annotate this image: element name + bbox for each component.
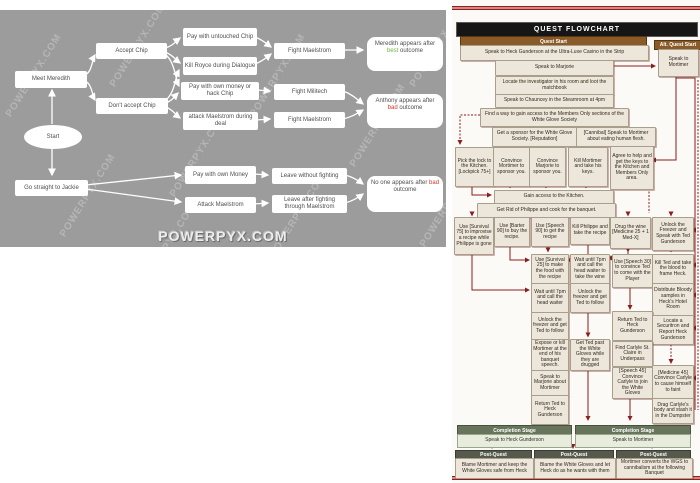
step-speech90: Use [Speech 90] to get the recipe	[531, 217, 569, 247]
outcome-text: outcome	[393, 186, 417, 193]
step-gain-access: Gain access to the Kitchen.	[494, 190, 614, 204]
step-marjorie-about-mortimer: Speak to Marjorie about Mortimer	[531, 370, 569, 396]
step-convince-marjorie: Convince Marjorie to sponsor you.	[529, 147, 566, 187]
powerpyx-logo: POWERPYX.COM	[158, 228, 288, 244]
outcome-text: Anthony appears after	[375, 98, 435, 104]
node-leave-without: Leave without fighting	[272, 168, 347, 184]
post-quest-body-2: Blame the White Gloves and let Heck do a…	[534, 458, 616, 479]
node-meet-meredith: Meet Meredith	[15, 71, 87, 88]
step-unlock-freezer-speak-ted: Unlock the Freezer and Speak with Ted Gu…	[652, 217, 694, 251]
step-kill-philippe: Kill Philippe and take the recipe	[570, 217, 610, 245]
post-quest-body-3: Mortimer converts the WGS to cannibalism…	[616, 458, 693, 479]
step-drag-carlyle: Drag Carlyle's body and stash it in the …	[652, 398, 694, 424]
completion-body-heck: Speak to Heck Gunderson	[457, 434, 572, 448]
outcome-word-best: best	[386, 47, 399, 54]
step-agree-help: Agree to help and get the keys to the Ki…	[610, 146, 654, 190]
outcome-text: No one appears after	[370, 180, 428, 186]
step-locate-securitron: Locate a Securitron and Report Heck Gund…	[652, 315, 694, 345]
step-survival25: Use [Survival 25] to make the food with …	[531, 254, 569, 284]
step-locate-investigator: Locate the investigator in his room and …	[495, 76, 614, 95]
node-attack-during-deal: attack Maelstrom during deal	[183, 112, 258, 130]
outcome-text: outcome	[400, 47, 424, 54]
node-pay-own-money: Pay with own Money	[185, 166, 256, 184]
step-kill-mortimer: Kill Mortimer and take his keys.	[568, 147, 608, 187]
step-drug-wine: Drug the wine [Medicine 25 + 1 Med-X]	[610, 217, 651, 249]
step-speech45-carlyle: [Speech 45] Convince Carlyle to join the…	[612, 367, 653, 399]
step-kill-ted: Kill Ted and take the blood to frame Hec…	[652, 254, 694, 284]
node-kill-royce: Kill Royce during Dialogue	[183, 57, 257, 75]
quest-start-step: Speak to Heck Gunderson at the Ultra-Lux…	[460, 45, 649, 61]
step-speak-to-mortimer: Speak to Mortimer	[658, 49, 699, 77]
step-speech30: Use [Speech 30] to convince Ted to come …	[612, 254, 653, 288]
top-rule	[452, 6, 700, 10]
node-outcome-anthony: Anthony appears after bad outcome	[367, 94, 443, 128]
step-survival75: Use [Survival 75] to improvise a recipe …	[454, 217, 494, 255]
step-ted-past-gloves: Get Ted past the White Gloves while they…	[570, 339, 610, 371]
step-pick-lock: Pick the lock to the Kitchen. [Lockpick …	[455, 147, 494, 187]
step-barter90: Use [Barter 90] to buy the recipe.	[494, 217, 530, 247]
step-find-carlyle: Find Carlyle St. Claire in Underpass	[612, 341, 653, 367]
node-pay-untouched: Pay with untouched Chip	[183, 28, 257, 46]
step-wait-wine: Wait until 7pm and call the head waiter …	[570, 254, 610, 284]
powerpyx-flowchart-panel: POWERPYX.COM POWERPYX.COM POWERPYX.COM P…	[0, 10, 446, 247]
step-get-sponsor: Get a sponsor for the White Glove Societ…	[492, 127, 577, 147]
quest-flowchart-title: QUEST FLOWCHART	[456, 22, 698, 37]
node-outcome-noone: No one appears after bad outcome	[367, 176, 443, 212]
step-wait-waiter: Wait until 7pm and call the head waiter	[531, 283, 569, 313]
step-speak-to-marjorie: Speak to Marjorie	[495, 60, 614, 76]
step-unlock-follow-2: Unlock the freezer and get Ted to follow	[531, 312, 569, 340]
node-fight-maelstrom-1: Fight Maelstrom	[274, 43, 345, 59]
node-start: Start	[24, 125, 82, 149]
node-fight-maelstrom-2: Fight Maelstrom	[274, 112, 345, 128]
completion-body-mortimer: Speak to Mortimer	[575, 434, 691, 448]
outcome-text: outcome	[399, 104, 423, 111]
step-unlock-follow-1: Unlock the freezer and get Ted to follow	[570, 283, 610, 313]
step-medicine45-carlyle: [Medicine 45] Convince Carlyle to cause …	[652, 365, 694, 399]
step-speak-to-chauncey: Speak to Chauncey in the Steamroom at 4p…	[495, 94, 614, 108]
post-quest-body-1: Blame Mortimer and keep the White Gloves…	[455, 458, 534, 479]
step-expose-mortimer: Expose or kill Mortimer at the end of hi…	[531, 339, 569, 371]
node-outcome-meredith: Meredith appears after best outcome	[367, 37, 443, 71]
outcome-word-bad: bad	[429, 180, 440, 186]
outcome-text: Meredith appears after	[374, 41, 436, 47]
node-dont-accept-chip: Don't accept Chip	[96, 98, 168, 114]
node-fight-militech: Fight Militech	[274, 84, 345, 100]
step-return-ted-2: Return Ted to Heck Gunderson	[531, 395, 569, 425]
node-accept-chip: Accept Chip	[96, 43, 167, 59]
step-return-ted-1: Return Ted to Heck Gunderson	[612, 311, 653, 341]
step-cannibal-mortimer: [Cannibal] Speak to Mortimer about eatin…	[576, 127, 656, 147]
outcome-word-bad: bad	[387, 104, 398, 111]
step-distribute-samples: Distribute Bloody samples in Heck's Hote…	[652, 283, 694, 316]
node-pay-own-or-hack: Pay with own money or hack Chip	[181, 82, 259, 100]
node-go-straight-jackie: Go straight to Jackie	[15, 180, 88, 196]
step-find-access: Find a way to gain access to the Members…	[480, 108, 629, 127]
quest-flowchart-panel: QUEST FLOWCHART Quest Start Speak to Hec…	[452, 0, 700, 483]
node-leave-after: Leave after fighting through Maelstrom	[272, 195, 347, 213]
node-attack-maelstrom: Attack Maelstrom	[185, 197, 256, 213]
step-get-rid-philippe: Get Rid of Philippe and cook for the ban…	[477, 203, 616, 218]
step-convince-mortimer: Convince Mortimer to sponsor you.	[493, 147, 530, 187]
